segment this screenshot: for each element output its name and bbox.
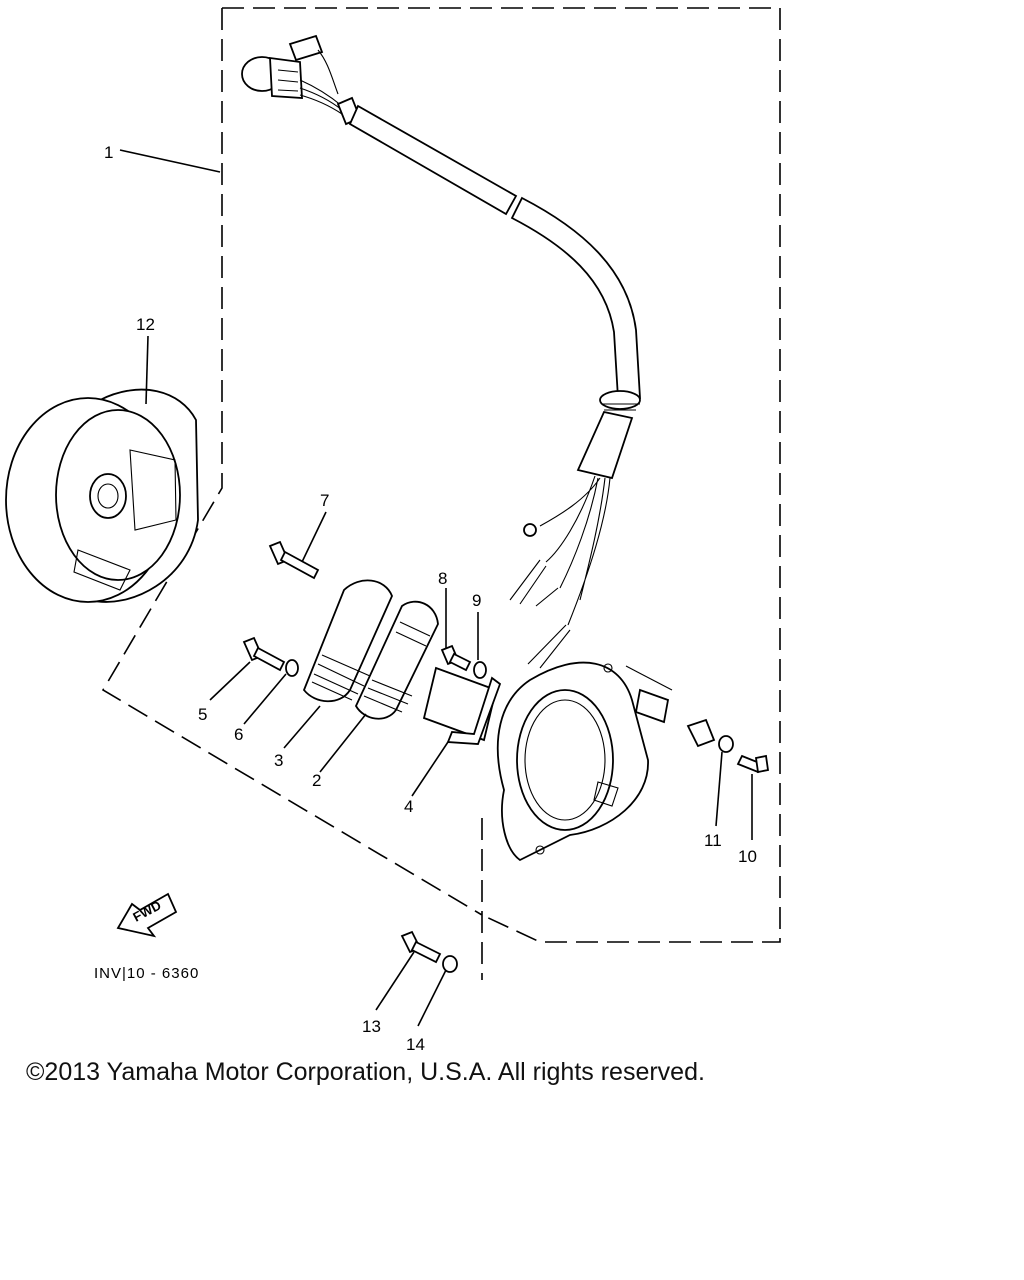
callout-3: 3 xyxy=(274,751,283,770)
forward-direction-arrow: FWD xyxy=(116,892,178,938)
callout-2: 2 xyxy=(312,771,321,790)
screw-part-10 xyxy=(736,754,770,774)
copyright-notice: ©2013 Yamaha Motor Corporation, U.S.A. A… xyxy=(26,1058,705,1086)
callout-14: 14 xyxy=(406,1035,425,1054)
washer-part-11 xyxy=(718,735,734,753)
screw-part-5 xyxy=(242,636,286,672)
callout-1: 1 xyxy=(104,143,113,162)
callout-5: 5 xyxy=(198,705,207,724)
drawing-code: INV|10 - 6360 xyxy=(94,965,199,982)
exploded-parts-diagram: FWD 1 2 3 4 5 6 7 8 9 10 11 12 13 14 INV… xyxy=(5,7,781,1054)
callout-11: 11 xyxy=(704,831,722,850)
pulser-coil-part-4 xyxy=(422,666,502,745)
callout-6: 6 xyxy=(234,725,243,744)
callout-13: 13 xyxy=(362,1017,381,1036)
callout-9: 9 xyxy=(472,591,481,610)
leader-lines xyxy=(119,149,753,1027)
lighting-component xyxy=(625,665,716,748)
coil-part-3 xyxy=(302,579,393,703)
callout-numbers: 1 2 3 4 5 6 7 8 9 10 11 12 13 14 xyxy=(104,143,757,1054)
callout-7: 7 xyxy=(320,491,329,510)
flywheel-rotor-part-12 xyxy=(5,388,199,603)
bolt-part-7 xyxy=(268,540,320,580)
callout-8: 8 xyxy=(438,569,447,588)
callout-10: 10 xyxy=(738,847,757,866)
washer-part-9 xyxy=(473,661,487,679)
coil-part-2 xyxy=(354,600,439,720)
assembly-boundary xyxy=(101,7,781,980)
wire-harness-part-1 xyxy=(241,34,641,669)
callout-4: 4 xyxy=(404,797,413,816)
washer-part-14 xyxy=(442,955,458,973)
callout-12: 12 xyxy=(136,315,155,334)
bolt-part-13 xyxy=(400,930,442,964)
washer-part-6 xyxy=(285,659,299,677)
screw-part-8 xyxy=(440,644,472,672)
stator-base-plate xyxy=(496,661,649,862)
